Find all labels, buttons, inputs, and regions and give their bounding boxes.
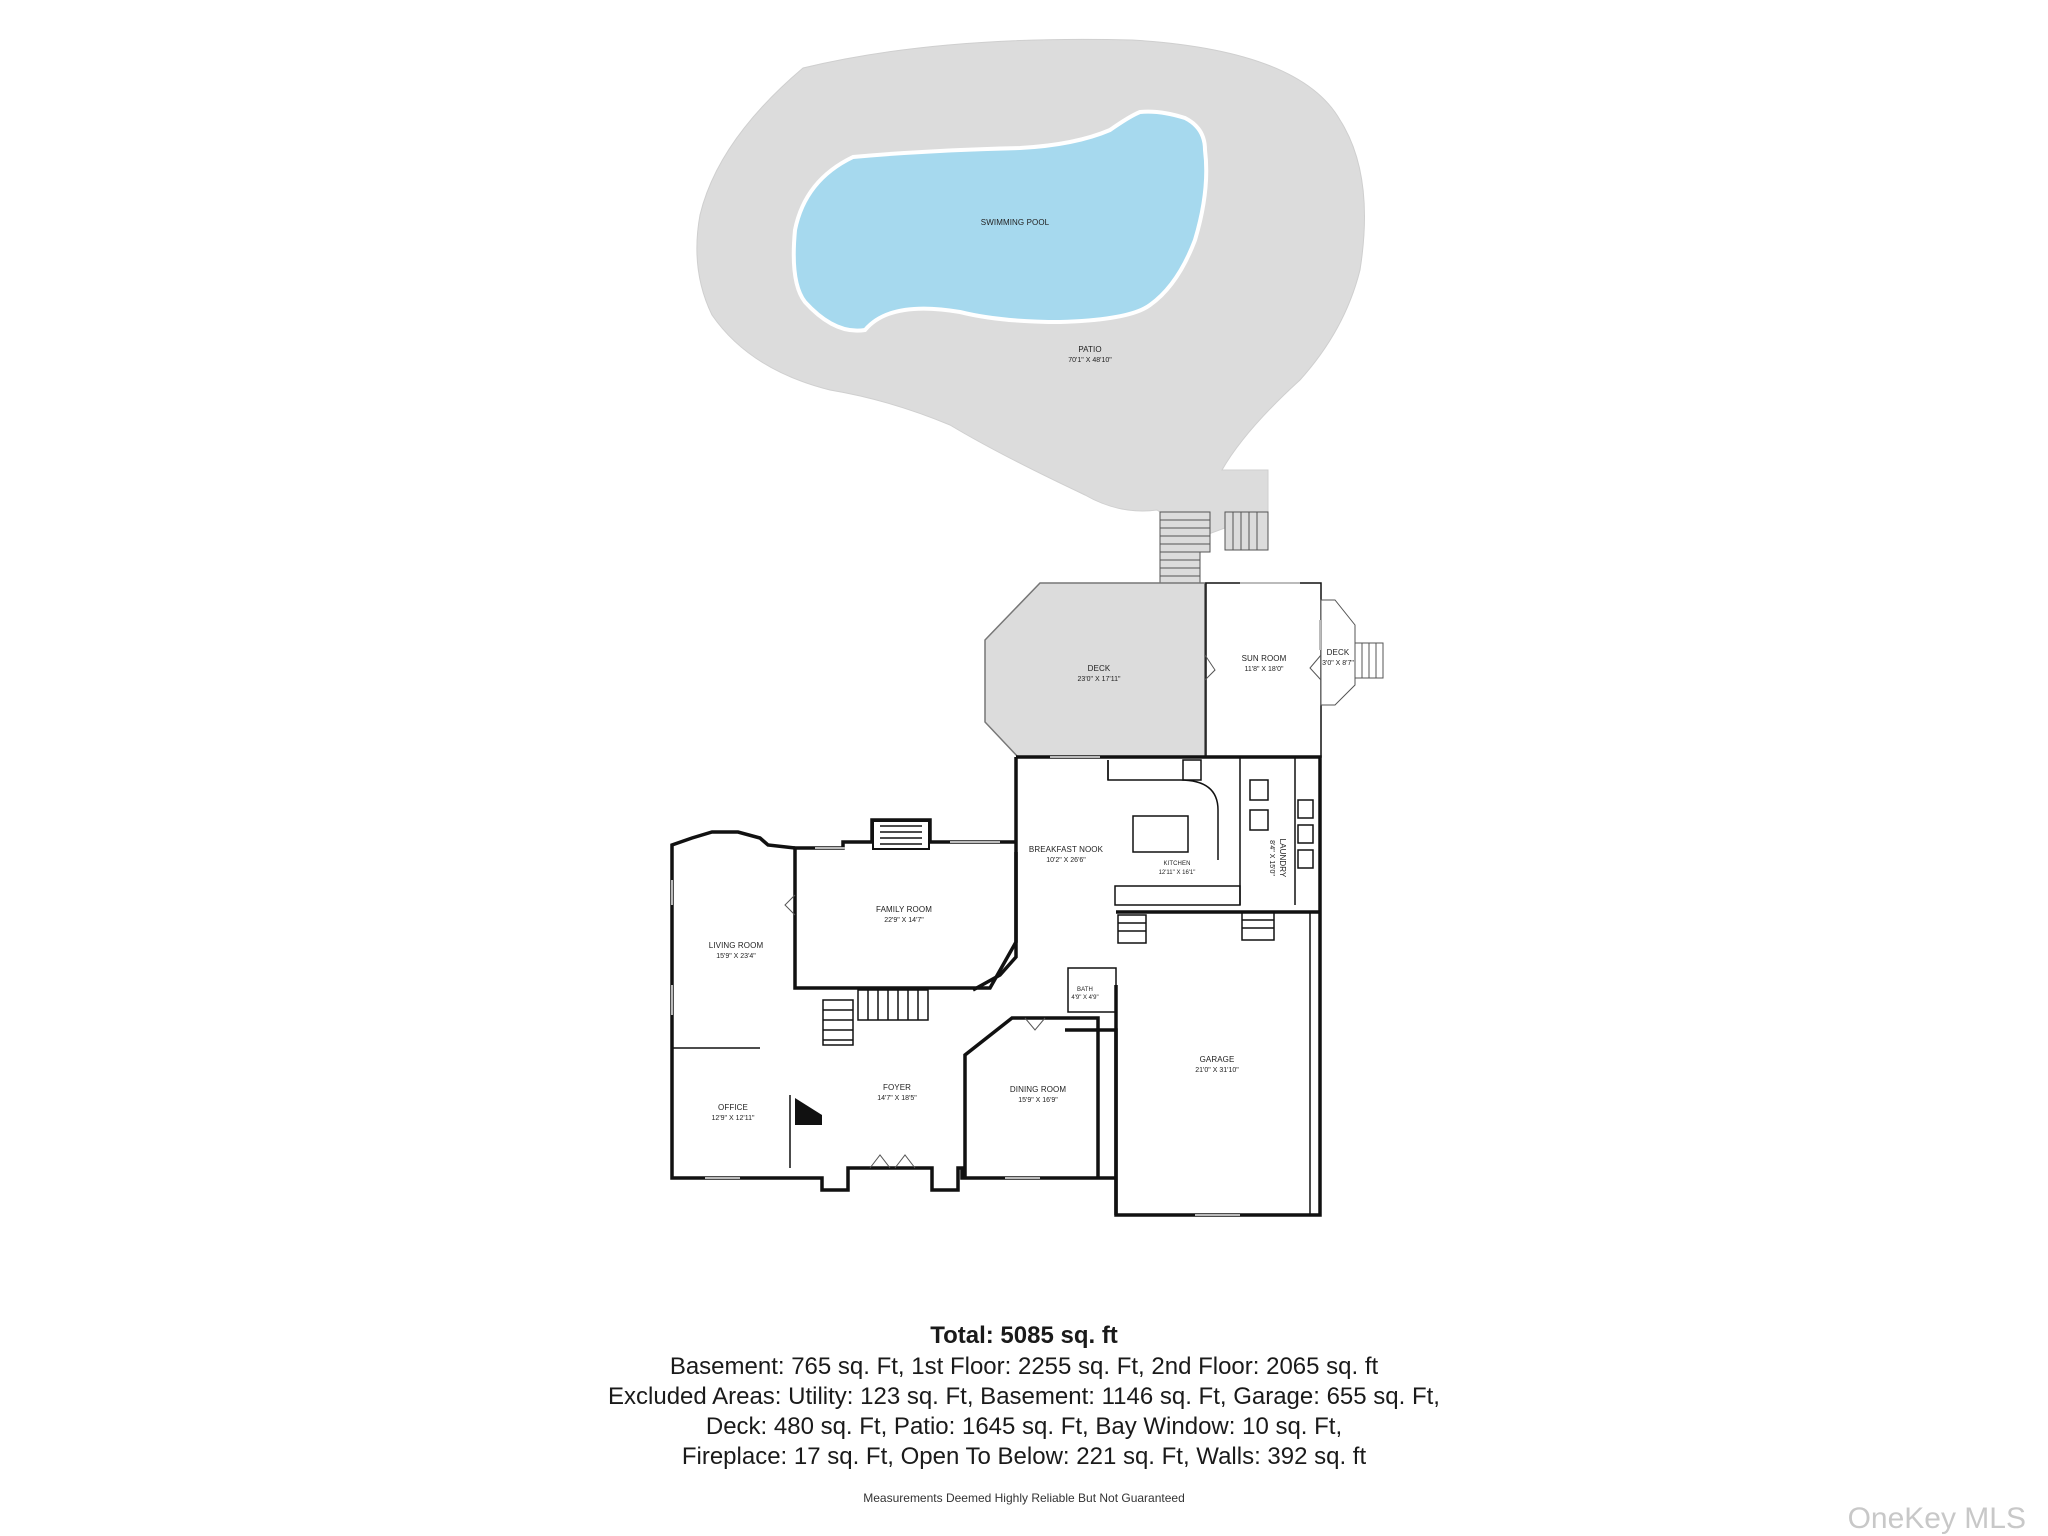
area-breakdown-excluded-2: Deck: 480 sq. Ft, Patio: 1645 sq. Ft, Ba…	[705, 1413, 1343, 1440]
windows	[671, 582, 1321, 1216]
label-swimming-pool: SWIMMING POOL	[981, 218, 1050, 227]
total-area: Total: 5085 sq. ft	[930, 1322, 1118, 1349]
deck-small-stairs	[1354, 642, 1384, 679]
dims-deck-main: 23'0" X 17'11"	[1078, 676, 1121, 683]
label-office: OFFICE	[718, 1103, 748, 1112]
dims-sun-room: 11'8" X 18'0"	[1244, 666, 1284, 673]
swimming-pool	[791, 109, 1209, 333]
dims-breakfast-nook: 10'2" X 26'6"	[1046, 857, 1086, 864]
label-foyer: FOYER	[883, 1083, 911, 1092]
label-dining-room: DINING ROOM	[1010, 1085, 1066, 1094]
dims-bath: 4'9" X 4'9"	[1071, 995, 1098, 1001]
area-breakdown-excluded-1: Excluded Areas: Utility: 123 sq. Ft, Bas…	[608, 1383, 1440, 1410]
area-breakdown-excluded-3: Fireplace: 17 sq. Ft, Open To Below: 221…	[681, 1443, 1367, 1470]
dims-foyer: 14'7" X 18'5"	[877, 1095, 917, 1102]
label-deck-small: DECK	[1327, 648, 1350, 657]
dims-deck-small: 3'0" X 8'7"	[1322, 660, 1354, 667]
area-breakdown-floors: Basement: 765 sq. Ft, 1st Floor: 2255 sq…	[669, 1353, 1379, 1380]
interior-walls	[672, 757, 1314, 1215]
dims-laundry: 8'4" X 15'0"	[1268, 840, 1275, 876]
label-garage: GARAGE	[1200, 1055, 1235, 1064]
watermark: OneKey MLS	[1847, 1502, 2026, 1535]
label-breakfast-nook: BREAKFAST NOOK	[1029, 845, 1104, 854]
dims-patio: 70'1" X 48'10"	[1068, 357, 1112, 364]
dims-dining-room: 15'9" X 16'9"	[1018, 1097, 1058, 1104]
room-labels: SWIMMING POOL PATIO 70'1" X 48'10" DECK …	[709, 218, 1355, 1122]
dims-kitchen: 12'11" X 16'1"	[1159, 870, 1196, 876]
dims-office: 12'9" X 12'11"	[712, 1115, 755, 1122]
stair-landing	[795, 1098, 822, 1125]
doors	[784, 654, 1322, 1169]
patio-stairs	[1159, 511, 1269, 585]
house-walls	[670, 755, 1322, 1217]
label-living-room: LIVING ROOM	[709, 941, 764, 950]
dims-family-room: 22'9" X 14'7"	[884, 917, 924, 924]
label-family-room: FAMILY ROOM	[876, 905, 932, 914]
disclaimer: Measurements Deemed Highly Reliable But …	[863, 1491, 1185, 1505]
label-deck-main: DECK	[1088, 664, 1111, 673]
label-sun-room: SUN ROOM	[1242, 654, 1287, 663]
dims-living-room: 15'9" X 23'4"	[716, 953, 756, 960]
label-laundry: LAUNDRY	[1278, 839, 1287, 878]
deck-small	[1320, 599, 1356, 706]
dims-garage: 21'0" X 31'10"	[1195, 1067, 1239, 1074]
label-bath: BATH	[1077, 987, 1093, 993]
label-kitchen: KITCHEN	[1163, 861, 1190, 867]
label-patio: PATIO	[1078, 345, 1101, 354]
